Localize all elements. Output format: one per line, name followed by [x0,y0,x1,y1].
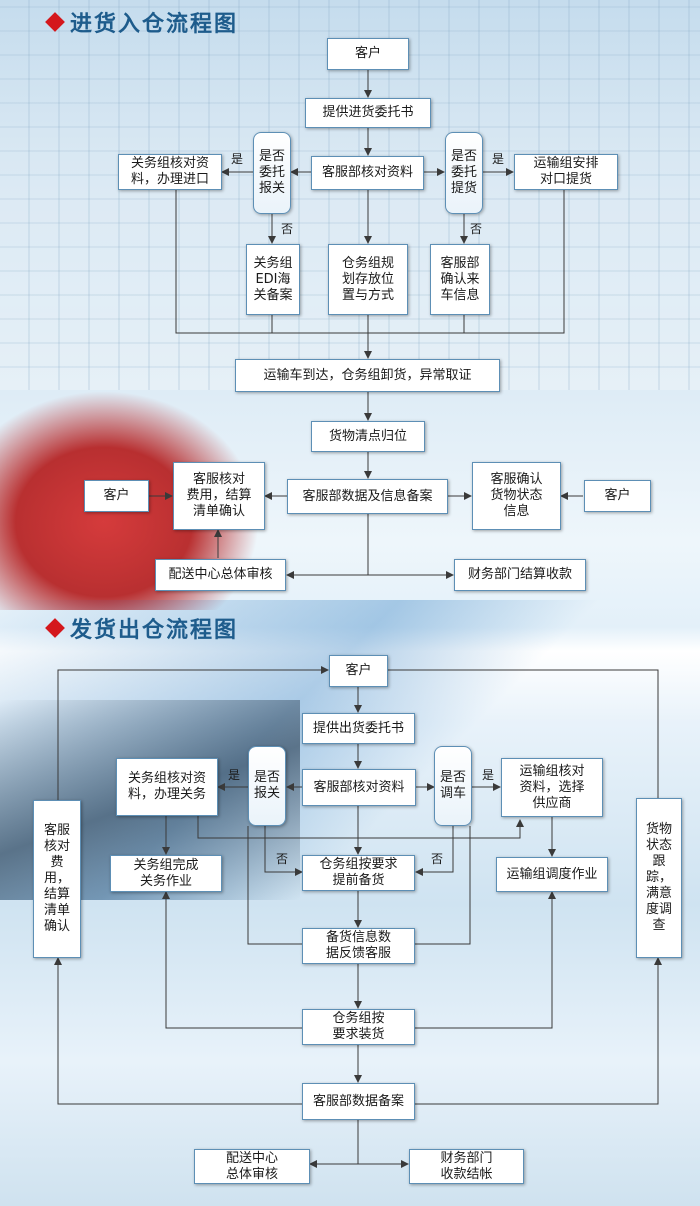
inbound-yes-label-left: 是 [231,152,244,166]
outbound-cs-fee-side: 客服 核对 费用， 结算 清单 确认 [33,800,81,958]
outbound-warehouse-load: 仓务组按 要求装货 [302,1009,415,1045]
inbound-customs-import: 关务组核对资 料，办理进口 [118,154,222,190]
outbound-finance: 财务部门 收款结帐 [409,1149,524,1184]
inbound-customer-right: 客户 [584,480,651,512]
outbound-customs-check: 关务组核对资 料，办理关务 [116,758,218,816]
outbound-no-label-left: 否 [276,852,289,866]
inbound-yes-label-right: 是 [492,152,505,166]
inbound-customer-left: 客户 [84,480,149,512]
inbound-no-label-left: 否 [281,222,294,236]
inbound-decision-customs: 是否 委托 报关 [253,132,291,214]
outbound-dist-review: 配送中心 总体审核 [194,1149,310,1184]
red-diamond-icon [45,618,65,638]
outbound-decision-dispatch: 是否 调车 [434,746,472,826]
inbound-decision-pickup: 是否 委托 提货 [445,132,483,214]
outbound-transport-dispatch: 运输组调度作业 [496,857,608,892]
inbound-cs-fee-check: 客服核对 费用，结算 清单确认 [173,462,265,530]
inbound-provide-entrust: 提供进货委托书 [305,98,431,128]
outbound-decision-customs: 是否 报关 [248,746,286,826]
inbound-warehouse-plan: 仓务组规 划存放位 置与方式 [328,244,408,315]
outbound-provide-entrust: 提供出货委托书 [302,713,415,744]
inbound-transport-pickup: 运输组安排 对口提货 [514,154,618,190]
outbound-title-text: 发货出仓流程图 [70,618,239,643]
inbound-cs-goods-status: 客服确认 货物状态 信息 [472,462,561,530]
inbound-dist-review: 配送中心总体审核 [155,559,286,591]
outbound-transport-supplier: 运输组核对 资料，选择 供应商 [501,758,603,817]
outbound-title: 发货出仓流程图 [45,612,239,644]
inbound-truck-arrive: 运输车到达，仓务组卸货，异常取证 [235,359,500,392]
outbound-customs-done: 关务组完成 关务作业 [110,855,222,892]
inbound-no-label-right: 否 [470,222,483,236]
outbound-cs-check: 客服部核对资料 [302,769,416,806]
inbound-cs-record: 客服部数据及信息备案 [287,479,448,514]
inbound-cs-check: 客服部核对资料 [311,156,424,190]
outbound-yes-label-left: 是 [228,768,241,782]
outbound-goods-track: 货物 状态 跟踪， 满意 度调 查 [636,798,682,958]
inbound-finance: 财务部门结算收款 [454,559,586,591]
inbound-title: 进货入仓流程图 [45,6,239,38]
outbound-yes-label-right: 是 [482,768,495,782]
inbound-customs-edi: 关务组 EDI海 关备案 [246,244,300,315]
outbound-no-label-right: 否 [431,852,444,866]
outbound-cs-record: 客服部数据备案 [302,1083,415,1120]
inbound-title-text: 进货入仓流程图 [70,12,239,37]
red-diamond-icon [45,12,65,32]
inbound-goods-count: 货物清点归位 [311,421,425,452]
outbound-customer-top: 客户 [329,655,388,687]
outbound-stock-feedback: 备货信息数 据反馈客服 [302,928,415,964]
outbound-warehouse-prepare: 仓务组按要求 提前备货 [302,855,415,891]
inbound-cs-confirm-vehicle: 客服部 确认来 车信息 [430,244,490,315]
inbound-customer-top: 客户 [327,38,409,70]
